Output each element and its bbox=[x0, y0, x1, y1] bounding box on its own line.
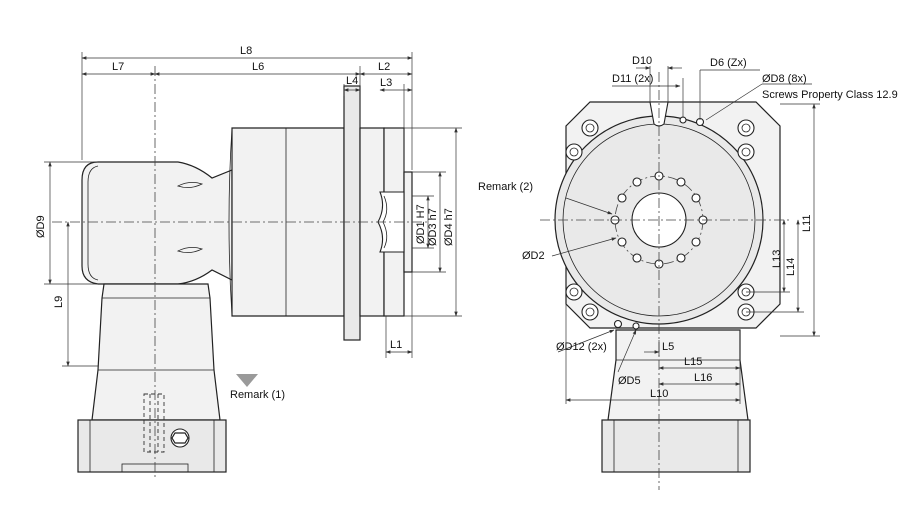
dim-L4: L4 bbox=[346, 75, 358, 87]
output-flange bbox=[343, 85, 361, 341]
dim-D8: ØD8 (8x) bbox=[762, 73, 807, 85]
remark1-label: Remark (1) bbox=[230, 389, 285, 401]
dim-L2: L2 bbox=[378, 61, 390, 73]
dim-L14: L14 bbox=[785, 258, 797, 276]
dim-D12: ØD12 (2x) bbox=[556, 341, 607, 353]
dim-L11: L11 bbox=[801, 214, 813, 232]
remark1-marker bbox=[236, 374, 258, 387]
clamping-screw bbox=[170, 428, 190, 448]
output-bore-section bbox=[377, 191, 405, 253]
dim-L10: L10 bbox=[650, 388, 668, 400]
dim-D9: ØD9 bbox=[35, 215, 47, 238]
dim-L8: L8 bbox=[240, 45, 252, 57]
dim-L5: L5 bbox=[662, 341, 674, 353]
threaded-holes bbox=[610, 171, 708, 269]
dim-L7: L7 bbox=[112, 61, 124, 73]
motor-adapter bbox=[91, 283, 221, 421]
motor-flange-block bbox=[77, 419, 227, 473]
housing-slot-upper bbox=[176, 182, 204, 188]
remark2-label: Remark (2) bbox=[478, 181, 533, 193]
dim-L13: L13 bbox=[771, 250, 783, 268]
dim-D4: ØD4 h7 bbox=[443, 208, 455, 246]
dim-D11: D11 (2x) bbox=[612, 73, 653, 85]
dim-L9: L9 bbox=[53, 296, 65, 308]
dim-L16: L16 bbox=[694, 372, 712, 384]
dim-D3: ØD3 h7 bbox=[427, 208, 439, 246]
hole-D12 bbox=[613, 319, 623, 329]
dim-L6: L6 bbox=[252, 61, 264, 73]
dim-L1: L1 bbox=[390, 339, 402, 351]
dim-L3: L3 bbox=[380, 77, 392, 89]
front-motor-flange-block bbox=[601, 419, 751, 473]
dim-D10: D10 bbox=[632, 55, 652, 67]
housing-slot-lower bbox=[176, 247, 204, 253]
dim-D1: ØD1 H7 bbox=[415, 204, 427, 244]
screws-note: Screws Property Class 12.9 bbox=[762, 89, 898, 101]
dim-D6: D6 (Zx) bbox=[710, 57, 747, 69]
front-view: D10 D6 (Zx) D11 (2x) ØD8 (8x) Screws Pro… bbox=[478, 55, 898, 490]
input-housing bbox=[81, 161, 233, 285]
side-view: Remark (1) L8 L7 L6 L2 L4 L3 ØD9 L9 ØD1 … bbox=[35, 45, 462, 480]
dim-D5: ØD5 bbox=[618, 375, 641, 387]
dim-D2: ØD2 bbox=[522, 250, 545, 262]
dim-L15: L15 bbox=[684, 356, 702, 368]
